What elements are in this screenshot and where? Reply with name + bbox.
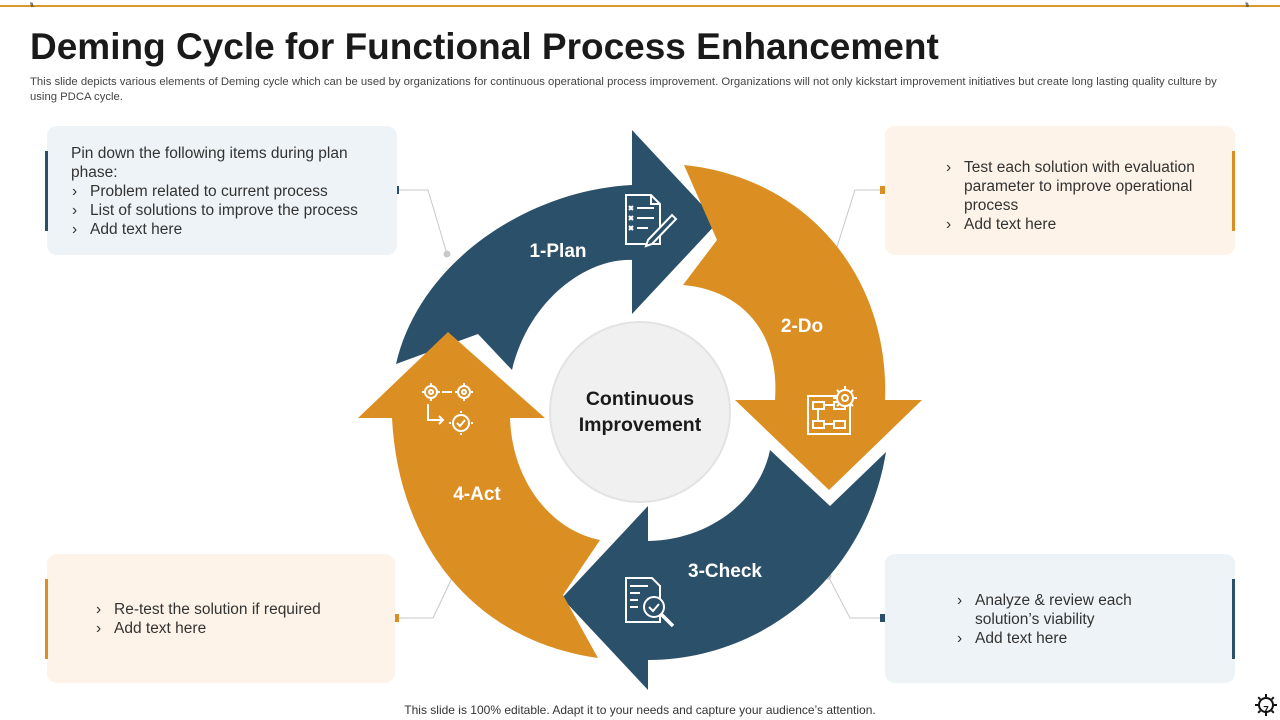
connector-square-do [880,186,888,194]
connector-square-act [391,614,399,622]
plan-note-item: Add text here [71,220,377,239]
connector-dot-plan [443,250,451,258]
footer-note: This slide is 100% editable. Adapt it to… [404,703,876,717]
do-arrow [683,165,922,490]
act-note-list: Re-test the solution if required Add tex… [95,600,375,638]
connector-act [396,575,454,619]
page-number: 7 [1263,705,1269,716]
do-note-item: Test each solution with evaluation param… [945,158,1205,215]
page-title: Deming Cycle for Functional Process Enha… [30,26,939,67]
gears-workflow-icon [422,383,473,435]
act-label: 4-Act [453,484,501,505]
do-note-item: Add text here [945,215,1205,234]
checklist-document-icon [625,194,678,248]
process-flow-gear-icon [807,386,857,435]
decorative-ticks-left: \\\\ [30,3,34,9]
check-note-item: Analyze & review each solution’s viabili… [956,591,1175,629]
act-note-accent-bar [45,579,48,659]
do-note-accent-bar [1232,151,1235,231]
do-label: 2-Do [781,316,823,337]
connector-lines [396,189,884,619]
decorative-ticks-right: \\\\ [1245,3,1249,9]
act-note-item: Add text here [95,619,375,638]
check-note-list: Analyze & review each solution’s viabili… [956,591,1175,648]
center-label: Continuous Improvement [555,386,725,438]
top-accent-line [0,5,1280,7]
connector-do [834,189,884,254]
plan-arrow [396,130,718,370]
check-note-accent-bar [1232,579,1235,659]
page-subtitle: This slide depicts various elements of D… [30,76,1217,103]
connector-check [827,575,884,619]
check-note-card: Analyze & review each solution’s viabili… [885,554,1235,683]
plan-label: 1-Plan [529,241,586,262]
center-circle [549,321,731,503]
document-magnifier-icon [625,577,675,628]
act-note-card: Re-test the solution if required Add tex… [47,554,395,683]
do-note-card: Test each solution with evaluation param… [885,126,1235,255]
plan-note-intro: Pin down the following items during plan… [71,145,348,181]
check-note-item: Add text here [956,629,1175,648]
act-note-item: Re-test the solution if required [95,600,375,619]
plan-note-card: Pin down the following items during plan… [47,126,397,255]
connector-square-check [880,614,888,622]
check-arrow [562,450,886,690]
act-arrow [358,332,600,658]
plan-note-item: List of solutions to improve the process [71,201,377,220]
plan-note-item: Problem related to current process [71,182,377,201]
do-note-list: Test each solution with evaluation param… [945,158,1205,234]
plan-note-list: Problem related to current process List … [71,182,377,239]
connector-plan [396,189,448,255]
gear-icon [1255,694,1277,716]
plan-note-accent-bar [45,151,48,231]
center-label-line2: Improvement [578,414,702,436]
center-label-line1: Continuous [585,388,695,410]
check-label: 3-Check [688,561,762,582]
